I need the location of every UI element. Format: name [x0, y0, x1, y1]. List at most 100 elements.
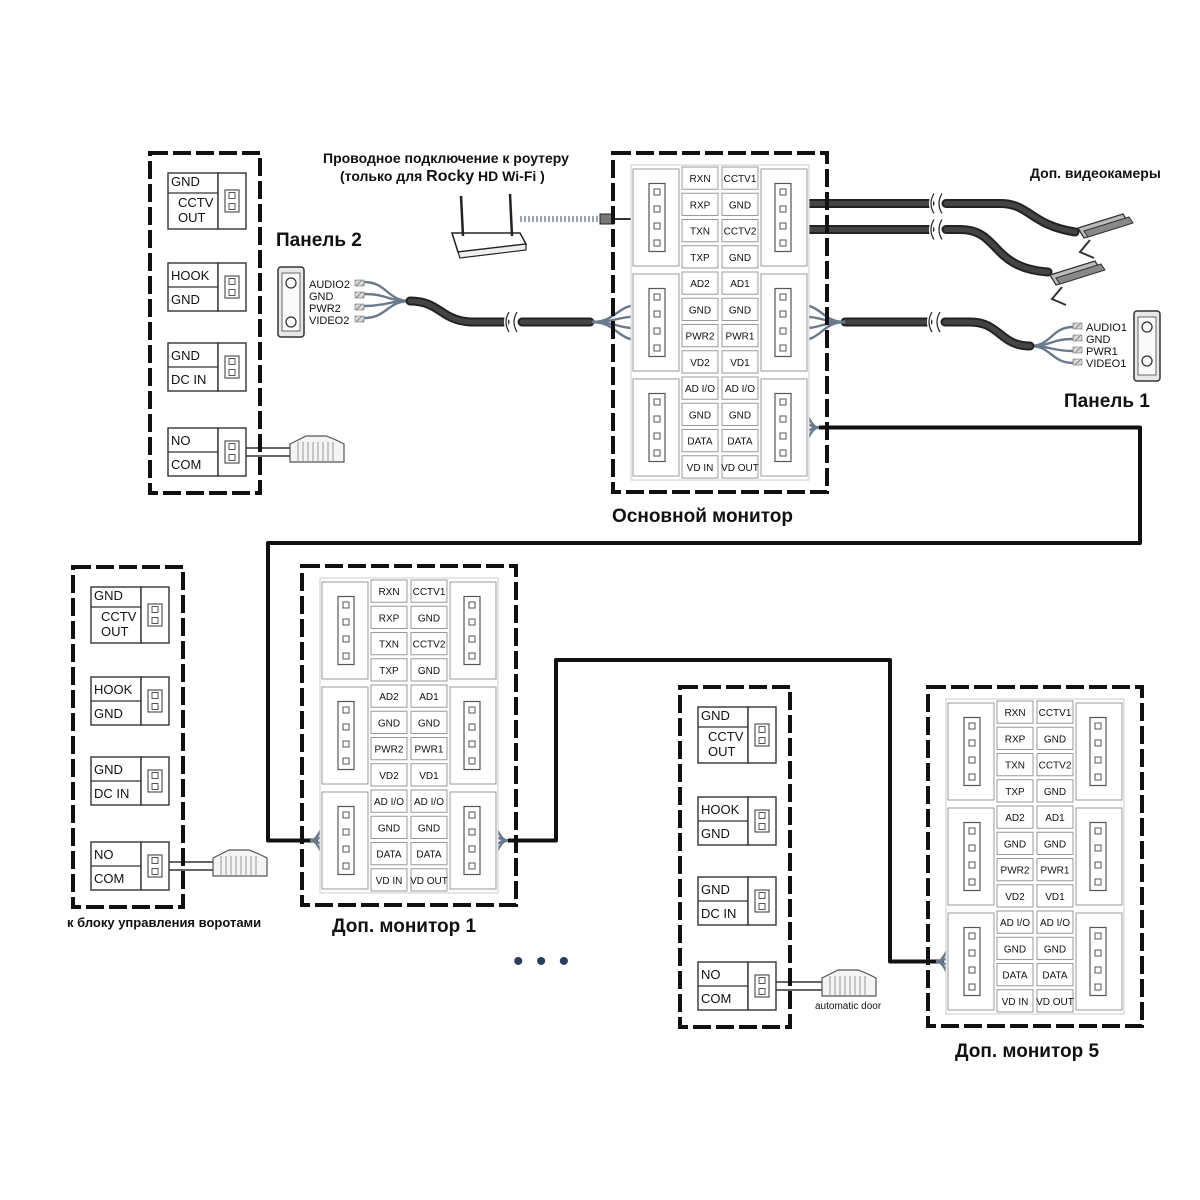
monitor5-block-pin-right-6: PWR1: [1041, 866, 1070, 877]
relay-block-monitor1-terminal-pin: [151, 606, 159, 613]
panel1-camera: [1141, 321, 1153, 333]
main-monitor-block-pin-right-2: CCTV2: [724, 227, 757, 238]
panel2-wire-0: AUDIO2: [309, 279, 350, 291]
extra-camera-2-icon: [1049, 260, 1106, 306]
monitor5-block-pin-right-7: VD1: [1045, 892, 1065, 903]
monitor1-block-pin-left-5: GND: [378, 718, 400, 729]
monitor1-block-right-connector-body: [463, 700, 481, 771]
main-monitor-block-right-connector-body: [774, 182, 792, 253]
monitor5-block-pin-cell-right: [1036, 700, 1074, 724]
monitor5-block-right-connector: [1089, 926, 1107, 997]
relay-block-main-terminal-pin: [228, 192, 236, 199]
monitor5-block-left-connector-pin: [968, 739, 976, 747]
main-monitor-block-right-connector-pin: [779, 344, 787, 352]
router-note-line2: (только для Rocky HD Wi-Fi ): [340, 168, 545, 186]
relay-block-monitor5-lbl-1-a: HOOK: [701, 802, 740, 817]
monitor5-block-pin-cell-left: [996, 963, 1034, 987]
relay-block-monitor1-terminal-pin: [151, 703, 159, 710]
monitor5-block-right-connector-pin: [1094, 983, 1102, 991]
panel2-wire-2: PWR2: [309, 303, 341, 315]
relay-block-main-lbl-1-b: GND: [171, 292, 200, 307]
main-monitor-block-pin-left-2: TXN: [690, 227, 710, 238]
main-monitor-block-left-connector-pin: [653, 222, 661, 230]
monitor5-block-pin-cell-left: [996, 936, 1034, 960]
relay-block-monitor5-terminal: [754, 723, 770, 747]
monitor1-block-pin-right-2: CCTV2: [413, 640, 446, 651]
cable-panel2-break-outline: [505, 311, 518, 333]
monitor5-block-left-connector-pin: [968, 722, 976, 730]
main-monitor-block-pin-cell-right: [721, 429, 759, 453]
monitor5-block-left-connector-body: [963, 926, 981, 997]
monitor1-block-right-connector-pin: [468, 845, 476, 853]
monitor1-block-pin-left-11: VD IN: [376, 876, 403, 887]
main-monitor-block-pin-right-0: CCTV1: [724, 174, 757, 185]
monitor1-block-right-connector: [463, 595, 481, 666]
main-monitor-block-pin-right-1: GND: [729, 200, 751, 211]
monitor1-block-pin-cell-right: [410, 763, 448, 787]
relay-block-main-terminal: [224, 355, 240, 379]
monitor1-block-pin-right-7: VD1: [419, 771, 439, 782]
main-monitor-block-pin-right-9: GND: [729, 410, 751, 421]
relay-block-monitor1-terminal-pin: [151, 772, 159, 779]
bus-monitor1-to-monitor5: [508, 658, 944, 964]
monitor5-block-right-connector: [1089, 821, 1107, 892]
monitor1-block-right-connector-body: [463, 805, 481, 876]
monitor1-block-pin-right-1: GND: [418, 613, 440, 624]
relay-block-monitor1-frame: [71, 565, 185, 909]
relay-block-main-lbl-cctv: CCTV: [178, 195, 214, 210]
main-monitor-block-right-connector: [774, 182, 792, 253]
main-monitor-block-pin-cell-right: [721, 297, 759, 321]
relay-block-monitor1-lbl-out: OUT: [101, 624, 129, 639]
monitor5-block-pin-cell-left: [996, 989, 1034, 1013]
monitor1-block-pin-right-8: AD I/O: [414, 797, 444, 808]
relay-block-main-terminal: [224, 189, 240, 213]
panel1-wire-end: [1072, 346, 1083, 354]
monitor1-block-left-connector-pin: [342, 601, 350, 609]
extra-camera-1-icon-shade: [1083, 216, 1134, 238]
monitor5-block-pin-cell-left: [996, 726, 1034, 750]
monitor5-block-left-connector-body: [963, 716, 981, 787]
main-monitor-block-left-connector-pin: [653, 293, 661, 301]
monitor5-block-pin-cell-right: [1036, 910, 1074, 934]
main-monitor-block-left-connector-pin: [653, 449, 661, 457]
monitor5-block-left-connector-pin: [968, 844, 976, 852]
main-monitor-block-left-connector-body: [648, 392, 666, 463]
main-monitor-block-pin-cell-left: [681, 166, 719, 190]
main-monitor-block-pin-cell-right: [721, 376, 759, 400]
main-monitor-block-right-connector-pin: [779, 398, 787, 406]
monitor5-block-right-connector-pin: [1094, 773, 1102, 781]
monitor1-block-right-connector-pin: [468, 601, 476, 609]
fan-panel1: [1029, 325, 1074, 365]
panel1-wire-end: [1072, 322, 1083, 330]
relay-block-monitor5-frame: [678, 685, 792, 1029]
monitor5-block-left-connector-pin: [968, 773, 976, 781]
monitor1-block-pin-cell-left: [370, 684, 408, 708]
relay-block-monitor5-lbl-3-a: NO: [701, 967, 721, 982]
monitor5-block-left-connector: [963, 821, 981, 892]
relay-block-monitor1-lbl-3-a: NO: [94, 847, 114, 862]
monitor1-block-left-connector-pin: [342, 706, 350, 714]
relay-block-main-terminal-pin: [228, 289, 236, 296]
panel1-wire-end: [1072, 358, 1083, 366]
main-monitor-block-right-connector-body: [774, 287, 792, 358]
monitor1-block-pin-right-4: AD1: [419, 692, 439, 703]
monitor5-block-right-connector-pin: [1094, 722, 1102, 730]
panel1-wire-end: [1072, 334, 1083, 342]
cable-panel1-break-outline: [928, 311, 941, 333]
relay-block-monitor5-sec-label-box: [697, 706, 749, 764]
monitor1-block-right-connector-pin: [468, 828, 476, 836]
cable-panel2-a-core: [407, 298, 508, 325]
monitor5-block-pin-cell-right: [1036, 753, 1074, 777]
panel1-wire-1: GND: [1086, 334, 1111, 346]
monitor5-block-pin-right-3: GND: [1044, 787, 1066, 798]
router-note-suffix: HD Wi-Fi ): [474, 168, 545, 184]
monitor1-block-left-connector: [337, 595, 355, 666]
monitor5-block-pin-left-5: GND: [1004, 839, 1026, 850]
monitor1-block-pin-cell-left: [370, 579, 408, 603]
monitor1-block-pin-cell-left: [370, 842, 408, 866]
relay-block-monitor5-lbl-gnd: GND: [701, 708, 730, 723]
panel2-camera: [285, 277, 297, 289]
main-monitor-block-frame: [611, 151, 829, 494]
monitor1-block-right-connector-pin: [468, 652, 476, 660]
monitor5-block-frame: [926, 685, 1144, 1028]
